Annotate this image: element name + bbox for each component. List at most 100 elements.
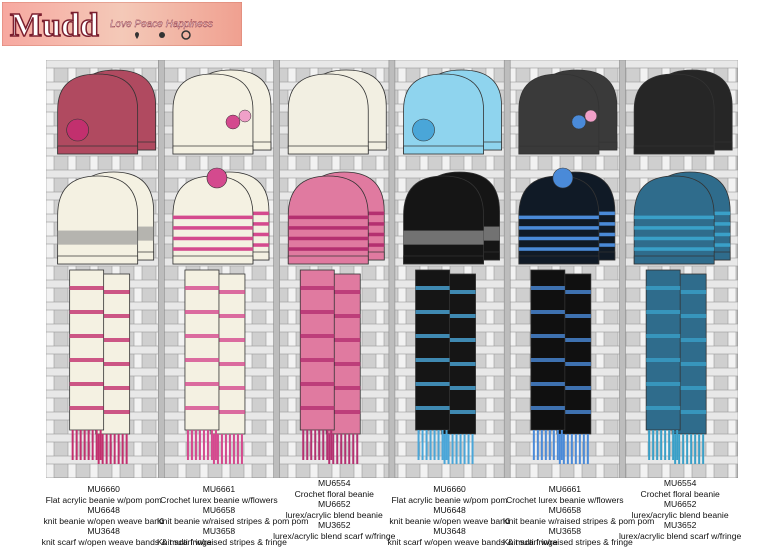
scarf-stripe <box>184 382 219 386</box>
grid-bar-vertical <box>485 60 495 478</box>
beanie-cuff <box>633 145 715 155</box>
scarf-stripe <box>300 406 335 410</box>
mudd-logo: Mudd Love Peace Happiness <box>2 2 242 46</box>
scarf-stripe <box>210 386 245 390</box>
beanie-stripe <box>172 215 253 220</box>
scarf-panel <box>415 269 450 431</box>
grid-bar-vertical <box>595 60 605 478</box>
style-number: MU6658 <box>202 505 236 516</box>
column-divider <box>619 60 626 478</box>
scarf-stripe <box>441 362 476 366</box>
grid-bar-vertical <box>661 60 671 478</box>
scarf-stripe <box>326 338 361 342</box>
style-number: MU6652 <box>663 499 697 510</box>
svg-text:Mudd: Mudd <box>10 7 99 44</box>
beanie-stripe <box>634 236 715 241</box>
grid-bar-vertical <box>441 60 451 478</box>
style-number: MU3648 <box>87 526 120 537</box>
beanie-stripe <box>288 226 369 230</box>
pom-pom <box>66 118 89 142</box>
style-number: MU6554 <box>663 478 697 488</box>
scarf-stripe <box>95 410 130 414</box>
scarf-stripe <box>556 410 591 414</box>
style-description: knit beanie w/open weave band <box>389 515 510 526</box>
style-number: MU6661 <box>548 484 582 494</box>
scarf-stripe <box>210 410 245 414</box>
style-description: lurex/acrylic blend beanie <box>631 509 729 520</box>
beanie-shape <box>172 73 254 155</box>
beanie-cuff <box>57 255 139 265</box>
style-description: Crochet floral beanie <box>294 488 374 499</box>
grid-bar-vertical <box>727 60 737 478</box>
scarf-stripe <box>556 314 591 318</box>
scarf-stripe <box>326 386 361 390</box>
grid-bar-vertical <box>463 60 473 478</box>
column-divider <box>388 60 396 478</box>
scarf-stripe <box>300 382 335 386</box>
beanie-stripe <box>634 215 715 220</box>
scarf-panel <box>299 269 335 431</box>
style-number: MU6648 <box>433 505 466 516</box>
beanie-cuff <box>403 255 484 265</box>
scarf-stripe <box>530 334 565 338</box>
beanie-stripe <box>634 226 715 230</box>
scarf-stripe <box>441 386 476 390</box>
grid-bar-vertical <box>529 60 539 478</box>
beanie-cuff <box>403 145 484 155</box>
beanie-stripe <box>288 236 369 241</box>
scarf-stripe <box>646 310 681 314</box>
style-description: Knit scarf w/raised stripes & fringe <box>156 536 287 547</box>
scarf-stripe <box>646 286 681 290</box>
beanie-shape <box>633 73 715 155</box>
scarf-panel <box>69 269 105 431</box>
scarf-stripe <box>415 310 450 314</box>
style-description: lurex/acrylic blend scarf w/fringe <box>619 530 742 541</box>
scarf-stripe <box>441 314 476 318</box>
scarf-stripe <box>184 358 219 362</box>
grid-bar-vertical <box>243 60 253 478</box>
scarf-stripe <box>556 386 591 390</box>
style-description: Crochet floral beanie <box>640 488 720 499</box>
style-description: Knit beanie w/raised stripes & pom pom <box>502 515 655 526</box>
scarf-stripe <box>69 286 104 290</box>
scarf-stripe <box>69 310 104 314</box>
grid-bar-vertical <box>89 60 99 478</box>
style-description: Crochet lurex beanie w/flowers <box>506 494 624 505</box>
scarf-stripe <box>184 406 219 410</box>
grid-bar-vertical <box>46 60 55 478</box>
beanie-cuff <box>518 145 600 155</box>
scarf-stripe <box>95 362 130 366</box>
beanie-cuff <box>518 255 600 265</box>
pom-pom <box>412 118 435 142</box>
grid-bar-vertical <box>287 60 297 478</box>
beanie-shape <box>518 73 600 155</box>
scarf-stripe <box>184 310 219 314</box>
scarf-panel <box>184 269 220 431</box>
scarf-stripe <box>326 314 361 318</box>
beanie-shape <box>287 175 369 265</box>
style-number: MU6660 <box>87 484 120 494</box>
scarf-panel <box>645 269 681 431</box>
product-column <box>172 69 272 464</box>
product-column <box>57 69 157 464</box>
beanie-band <box>57 230 138 245</box>
beanie-stripe <box>172 236 253 241</box>
style-number: MU6648 <box>87 505 120 516</box>
beanie-cuff <box>287 145 369 155</box>
grid-bar-vertical <box>199 60 209 478</box>
beanie-stripe <box>634 247 715 251</box>
scarf-stripe <box>69 406 104 410</box>
scarf-stripe <box>69 334 104 338</box>
grid-bar-vertical <box>177 60 187 478</box>
beanie-cuff <box>57 145 139 155</box>
beanie-cuff <box>633 255 715 265</box>
beanie-cuff <box>287 255 369 265</box>
style-description: Flat acrylic beanie w/pom pom <box>45 494 162 505</box>
scarf-stripe <box>530 310 565 314</box>
scarf-stripe <box>672 314 707 318</box>
style-number: MU6554 <box>318 478 351 488</box>
scarf-stripe <box>441 290 476 294</box>
grid-bar-vertical <box>67 60 77 478</box>
